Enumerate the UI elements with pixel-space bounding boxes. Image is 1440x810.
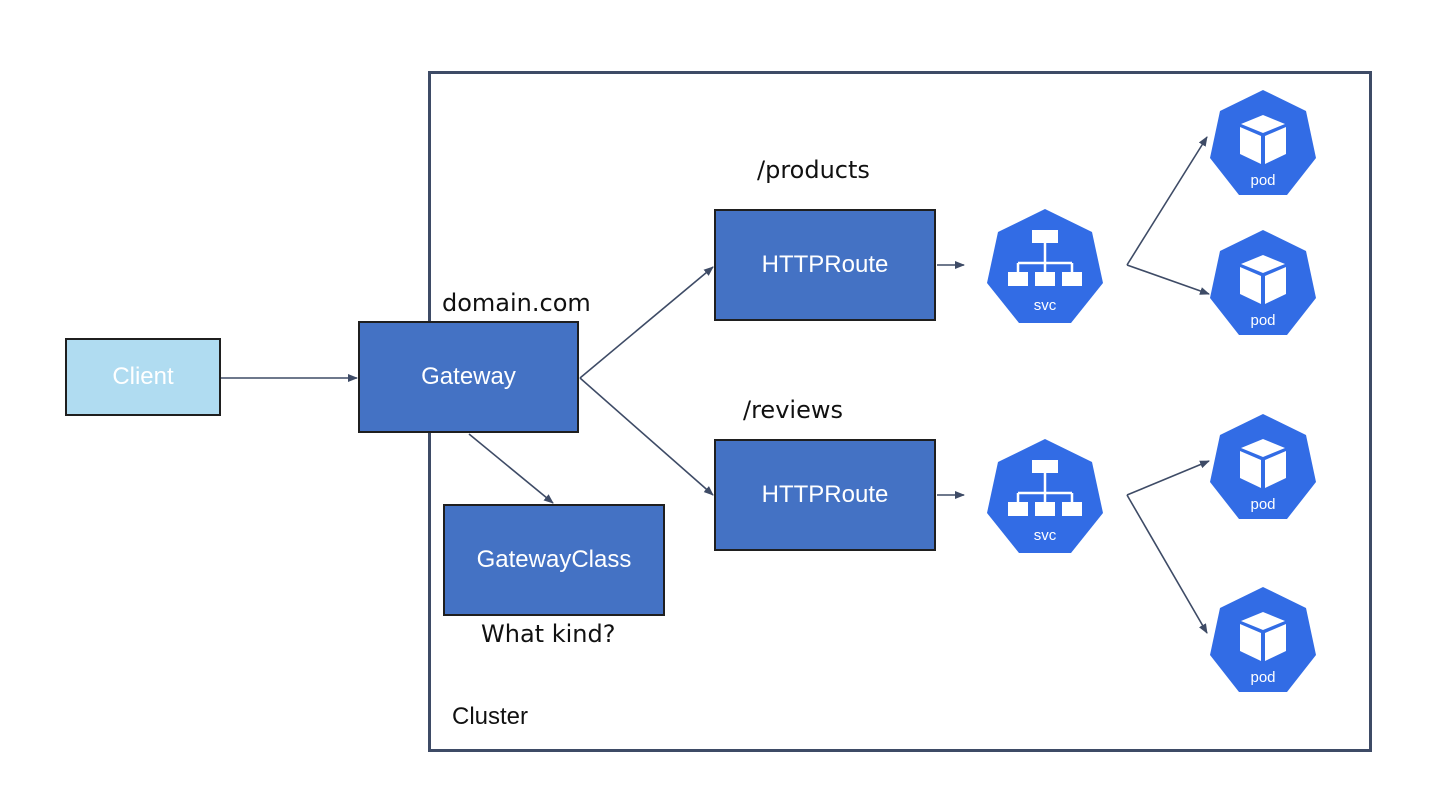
gatewayclass-box: GatewayClass (443, 504, 665, 616)
svc-icon: svc (987, 209, 1103, 323)
pod-icon: pod (1210, 90, 1316, 195)
gateway-host-label: domain.com (442, 289, 591, 317)
pod-label: pod (1250, 496, 1275, 513)
gateway-box: Gateway (358, 321, 579, 433)
gateway-label: Gateway (421, 363, 516, 390)
svc-label: svc (1034, 527, 1057, 544)
svc-label: svc (1034, 297, 1057, 314)
pod-icon: pod (1210, 587, 1316, 692)
arrow-gateway-route2 (579, 377, 714, 496)
cluster-label: Cluster (452, 703, 529, 730)
arrow-svc2-pod4 (1126, 494, 1208, 634)
pod-label: pod (1250, 312, 1275, 329)
pod-label: pod (1250, 669, 1275, 686)
arrow-svc2-pod3 (1126, 460, 1210, 496)
httproute-reviews-label: HTTPRoute (761, 481, 889, 508)
pod-icon: pod (1210, 230, 1316, 335)
arrow-svc1-pod1 (1126, 136, 1208, 266)
gatewayclass-label: GatewayClass (476, 546, 632, 573)
httproute-products-label: HTTPRoute (761, 251, 889, 278)
pod-icon: pod (1210, 414, 1316, 519)
route-path-reviews: /reviews (743, 396, 843, 424)
arrow-svc1-pod2 (1126, 264, 1210, 295)
route-path-products: /products (757, 156, 870, 184)
arrow-gateway-gatewayclass (468, 433, 554, 504)
svc-icon: svc (987, 439, 1103, 553)
httproute-reviews-box: HTTPRoute (714, 439, 936, 551)
client-box: Client (65, 338, 221, 416)
gatewayclass-caption: What kind? (481, 620, 616, 648)
pod-label: pod (1250, 172, 1275, 189)
httproute-products-box: HTTPRoute (714, 209, 936, 321)
arrow-gateway-route1 (579, 266, 714, 379)
client-label: Client (112, 363, 174, 390)
